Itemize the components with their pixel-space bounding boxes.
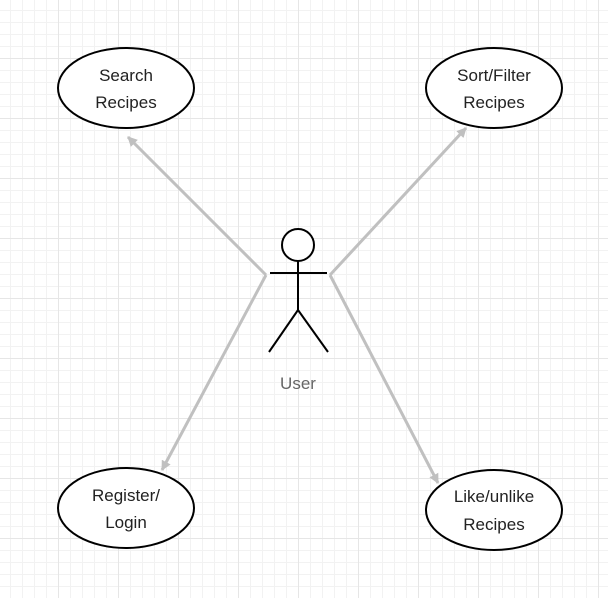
use-case-search-recipes[interactable]: Search Recipes	[57, 47, 195, 129]
use-case-ellipse	[57, 47, 195, 129]
connector-to-like-unlike-recipes[interactable]	[328, 274, 440, 484]
connector-to-register-login[interactable]	[160, 274, 268, 471]
use-case-sort-filter-recipes[interactable]: Sort/Filter Recipes	[425, 47, 563, 129]
use-case-label-line1: Sort/Filter	[457, 66, 531, 85]
actor-label: User	[280, 374, 316, 393]
use-case-label-line1: Like/unlike	[454, 487, 534, 506]
use-case-ellipse	[425, 47, 563, 129]
actor-left-leg	[268, 309, 299, 353]
use-case-label-line1: Register/	[92, 486, 160, 505]
use-case-ellipse	[57, 467, 195, 549]
connectors	[126, 126, 468, 484]
use-case-label-line2: Recipes	[463, 515, 524, 534]
use-case-ellipse	[425, 469, 563, 551]
use-case-label-line2: Recipes	[95, 93, 156, 112]
actor-head	[281, 228, 315, 262]
actor-right-leg	[297, 309, 329, 353]
connector-to-sort-filter-recipes[interactable]	[328, 126, 468, 277]
use-case-register-login[interactable]: Register/ Login	[57, 467, 195, 549]
connector-to-search-recipes[interactable]	[126, 135, 268, 277]
use-case-like-unlike-recipes[interactable]: Like/unlike Recipes	[425, 469, 563, 551]
use-case-label-line2: Recipes	[463, 93, 524, 112]
use-case-label-line2: Login	[105, 513, 147, 532]
actor-user[interactable]: User	[268, 228, 329, 393]
use-case-label-line1: Search	[99, 66, 153, 85]
